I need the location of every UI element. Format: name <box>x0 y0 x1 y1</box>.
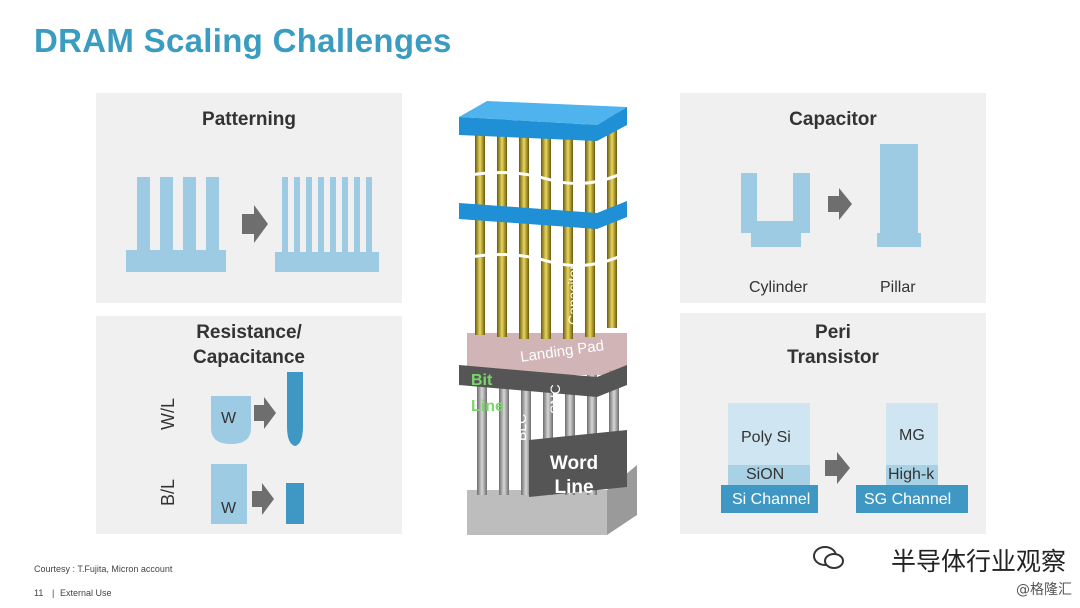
word-line-bar <box>529 430 627 497</box>
footer-separator: | <box>52 588 55 598</box>
patterning-diagram <box>126 177 379 272</box>
si-channel-block <box>721 485 818 513</box>
si-channel-label: Si Channel <box>732 491 811 508</box>
snc-band <box>467 333 627 375</box>
capacitor-rotated-label: Capacitor <box>565 265 581 325</box>
mid-blue-grid <box>459 201 627 229</box>
watermark-text: 半导体行业观察 <box>890 547 1066 576</box>
pillar-base-shape <box>877 233 921 247</box>
wl-before-shape <box>211 396 251 444</box>
top-blue-surface <box>459 101 627 125</box>
word-line-label: Word Line <box>549 453 599 498</box>
wl-w-label: W <box>221 410 237 427</box>
patterning-title: Patterning <box>202 109 296 130</box>
top-blue-grid <box>459 107 627 141</box>
page-title: DRAM Scaling Challenges <box>34 22 452 59</box>
wave-line-2 <box>458 251 628 267</box>
dram-3d-structure <box>458 101 637 535</box>
watermark-sub: @格隆汇 <box>1016 582 1072 598</box>
peri-arrow <box>825 452 850 484</box>
sg-channel-block <box>856 485 968 513</box>
high-k-block <box>886 465 938 485</box>
mg-label: MG <box>899 427 925 444</box>
capacitor-diagram <box>741 144 921 247</box>
capacitor-panel: Capacitor Cylinder Pillar <box>680 93 986 303</box>
pillar-top-shape <box>880 144 918 234</box>
bl-after-shape <box>286 483 304 524</box>
poly-si-label: Poly Si <box>741 429 791 446</box>
fine-comb <box>275 177 379 272</box>
patterning-arrow <box>242 205 268 243</box>
rc-title-line2: Capacitance <box>193 347 305 368</box>
sion-label: SiON <box>746 466 785 483</box>
peri-panel: Peri Transistor Poly Si SiON Si Channel … <box>680 313 986 534</box>
mg-block <box>886 403 938 465</box>
bl-w-label: W <box>221 500 237 517</box>
peri-title-line2: Transistor <box>787 347 879 368</box>
coarse-comb <box>126 177 226 272</box>
rc-title-line1: Resistance/ <box>196 322 302 343</box>
snc-label: SNC <box>547 384 563 414</box>
wl-after-shape <box>287 372 303 446</box>
bit-line-label: Bit Line <box>471 372 504 415</box>
sg-channel-label: SG Channel <box>864 491 952 508</box>
peri-title-line1: Peri <box>815 322 851 343</box>
cylinder-shape <box>741 173 810 247</box>
cylinder-label: Cylinder <box>749 279 808 296</box>
courtesy-text: Courtesy : T.Fujita, Micron account <box>34 564 173 574</box>
rc-diagram <box>211 372 304 524</box>
classification-text: External Use <box>60 588 112 598</box>
bl-arrow <box>252 483 274 515</box>
bl-before-shape <box>211 464 247 524</box>
wave-line-1 <box>458 169 628 185</box>
rc-panel: Resistance/ Capacitance W/L B/L W W <box>96 316 402 534</box>
page-number: 11 <box>34 588 44 598</box>
pillar-label: Pillar <box>880 279 916 296</box>
bit-line-bar <box>459 365 627 397</box>
patterning-panel: Patterning <box>96 93 402 303</box>
capacitor-arrow <box>828 188 852 220</box>
wl-arrow <box>254 397 276 429</box>
poly-si-block <box>728 403 810 465</box>
high-k-label: High-k <box>888 466 935 483</box>
capacitor-title: Capacitor <box>789 109 877 130</box>
blc-label: BLC <box>513 413 529 441</box>
peri-diagram <box>721 403 968 513</box>
wechat-icon <box>813 546 844 569</box>
sion-block <box>728 465 810 485</box>
base-front <box>467 490 607 535</box>
